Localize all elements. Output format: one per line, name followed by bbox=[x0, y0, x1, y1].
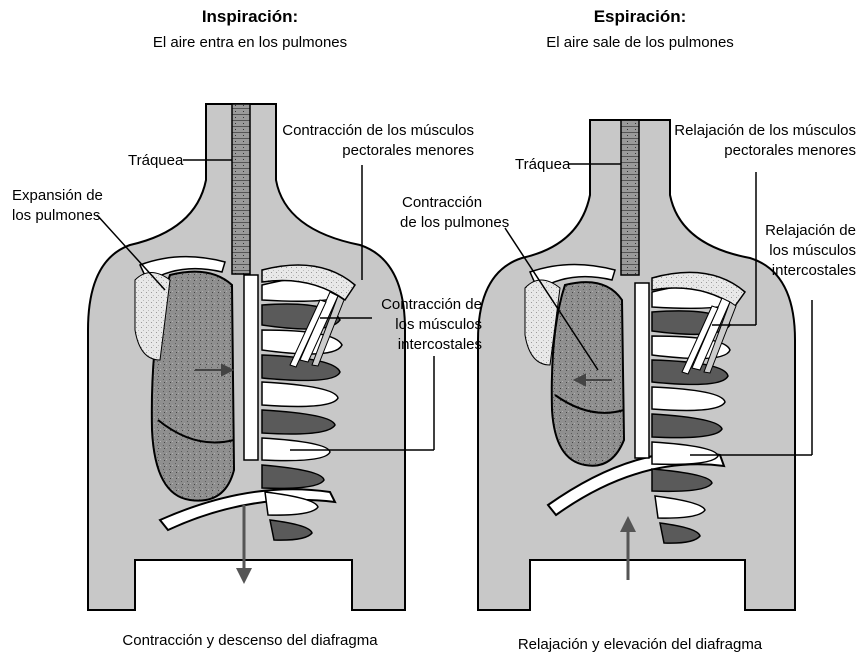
inspiration-figure bbox=[88, 104, 434, 610]
label-lung-line2: los pulmones bbox=[12, 207, 100, 225]
lung bbox=[552, 282, 624, 466]
label-lung-line1: Contracción bbox=[402, 194, 482, 212]
expiration-subtitle: El aire sale de los pulmones bbox=[510, 34, 770, 52]
expiration-title: Espiración: bbox=[540, 8, 740, 26]
label-intercostal-line1: Contracción de bbox=[360, 296, 482, 314]
label-intercostal-line2: los músculos bbox=[360, 316, 482, 334]
label-intercostal-line3: intercostales bbox=[740, 262, 856, 280]
label-lung-line1: Expansión de bbox=[12, 187, 103, 205]
label-pectoral-line1: Relajación de los músculos bbox=[620, 122, 856, 140]
sternum bbox=[244, 275, 258, 460]
inspiration-caption: Contracción y descenso del diafragma bbox=[90, 632, 410, 650]
label-lung-line2: de los pulmones bbox=[400, 214, 509, 232]
inspiration-title: Inspiración: bbox=[150, 8, 350, 26]
label-pectoral-line2: pectorales menores bbox=[620, 142, 856, 160]
sternum bbox=[635, 283, 649, 458]
label-intercostal-line1: Relajación de bbox=[740, 222, 856, 240]
inspiration-subtitle: El aire entra en los pulmones bbox=[120, 34, 380, 52]
label-pectoral-line1: Contracción de los músculos bbox=[240, 122, 474, 140]
expiration-caption: Relajación y elevación del diafragma bbox=[480, 636, 800, 654]
expiration-figure bbox=[478, 120, 812, 610]
label-trachea: Tráquea bbox=[128, 152, 183, 170]
label-intercostal-line3: intercostales bbox=[360, 336, 482, 354]
label-intercostal-line2: los músculos bbox=[740, 242, 856, 260]
label-pectoral-line2: pectorales menores bbox=[240, 142, 474, 160]
label-trachea: Tráquea bbox=[515, 156, 570, 174]
